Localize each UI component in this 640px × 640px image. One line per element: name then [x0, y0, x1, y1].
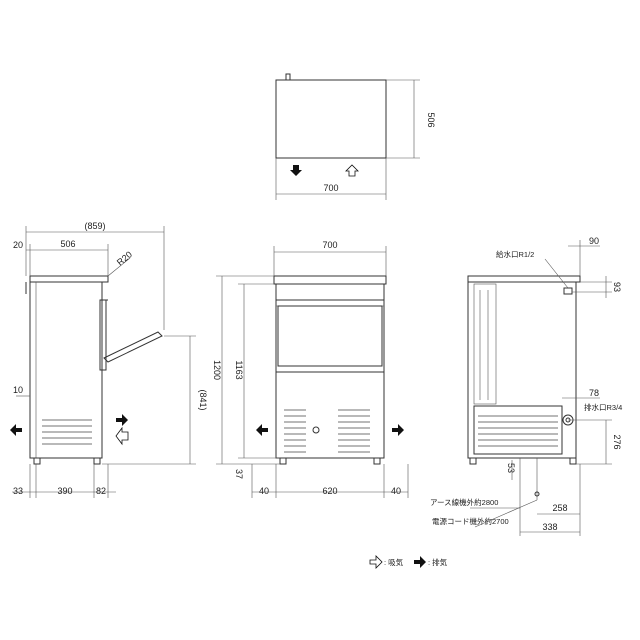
- top-view-outline: [275, 79, 387, 159]
- cord-offset-2: 338: [542, 522, 557, 532]
- side-bottom-right: 82: [96, 486, 106, 496]
- drain-height: 276: [612, 434, 622, 449]
- legend-exhaust-label: : 排気: [428, 557, 448, 567]
- legend-intake-label: : 吸気: [384, 557, 404, 567]
- front-body: [275, 283, 385, 459]
- front-exhaust-right-icon: [392, 424, 404, 436]
- legend: : 吸気 : 排気: [369, 555, 448, 569]
- front-left-louver: [284, 409, 306, 453]
- side-rear-offset: 20: [13, 240, 23, 250]
- side-overall-depth: (859): [84, 221, 105, 231]
- side-bottom-mid: 390: [57, 486, 72, 496]
- front-door: [277, 305, 383, 367]
- intake-arrow-icon: [345, 164, 359, 177]
- front-height: 1200: [212, 360, 222, 380]
- earth-wire-label: アース線機外約2800: [430, 497, 498, 507]
- exhaust-arrow-icon: [290, 165, 302, 176]
- side-body-depth: 506: [60, 239, 75, 249]
- rear-view: 給水口R1/2 90 93 78 排水口R3/4 276 53 アース線機外約2…: [430, 236, 622, 536]
- front-base-width: 620: [322, 486, 337, 496]
- front-body-height: 1163: [234, 360, 244, 379]
- side-exhaust-right-icon: [116, 414, 128, 426]
- side-open-door: [103, 331, 163, 363]
- water-supply-label: 給水口R1/2: [496, 249, 534, 259]
- side-door-height: (841): [198, 389, 208, 410]
- side-left-gap: 10: [13, 385, 23, 395]
- water-supply-height: 93: [612, 282, 622, 292]
- water-supply-fitting-icon: [563, 287, 573, 295]
- front-view: 700 1200 1163 37 40 620 40: [212, 240, 409, 498]
- power-cord-label: 電源コード機外約2700: [432, 516, 509, 526]
- cord-offset-1: 258: [552, 503, 567, 513]
- front-top-slab: [273, 275, 387, 285]
- side-radius: R20: [115, 249, 134, 267]
- top-width-dim: 700: [323, 183, 338, 193]
- front-width: 700: [322, 240, 337, 250]
- front-left-clearance: 40: [259, 486, 269, 496]
- front-foot-height: 37: [234, 469, 244, 479]
- rear-panel-left: [473, 283, 497, 405]
- drain-label: 排水口R3/4: [584, 402, 622, 412]
- side-view: (859) 20 506 R20 (841) 10 33 390 82: [10, 221, 208, 498]
- ground-offset: 53: [506, 463, 516, 473]
- side-intake-icon: [115, 426, 129, 446]
- legend-exhaust-icon: [414, 556, 426, 568]
- side-exhaust-left-icon: [10, 424, 22, 436]
- rear-body: [467, 281, 577, 459]
- front-right-clearance: 40: [391, 486, 401, 496]
- rear-top-slab: [467, 275, 581, 283]
- top-view-fitting: [285, 73, 291, 81]
- drain-offset: 78: [589, 388, 599, 398]
- front-knob: [312, 426, 320, 434]
- side-louver: [42, 419, 92, 445]
- side-door-front: [99, 299, 107, 371]
- top-view: 506 700: [275, 73, 436, 200]
- top-depth-dim: 506: [426, 112, 436, 127]
- side-bottom-left: 33: [13, 486, 23, 496]
- side-top-slab: [29, 275, 109, 283]
- rear-condenser: [473, 405, 563, 455]
- front-exhaust-left-icon: [256, 424, 268, 436]
- rear-louver: [478, 415, 558, 447]
- legend-intake-icon: [369, 555, 383, 569]
- front-right-louver: [338, 409, 370, 453]
- water-supply-offset: 90: [589, 236, 599, 246]
